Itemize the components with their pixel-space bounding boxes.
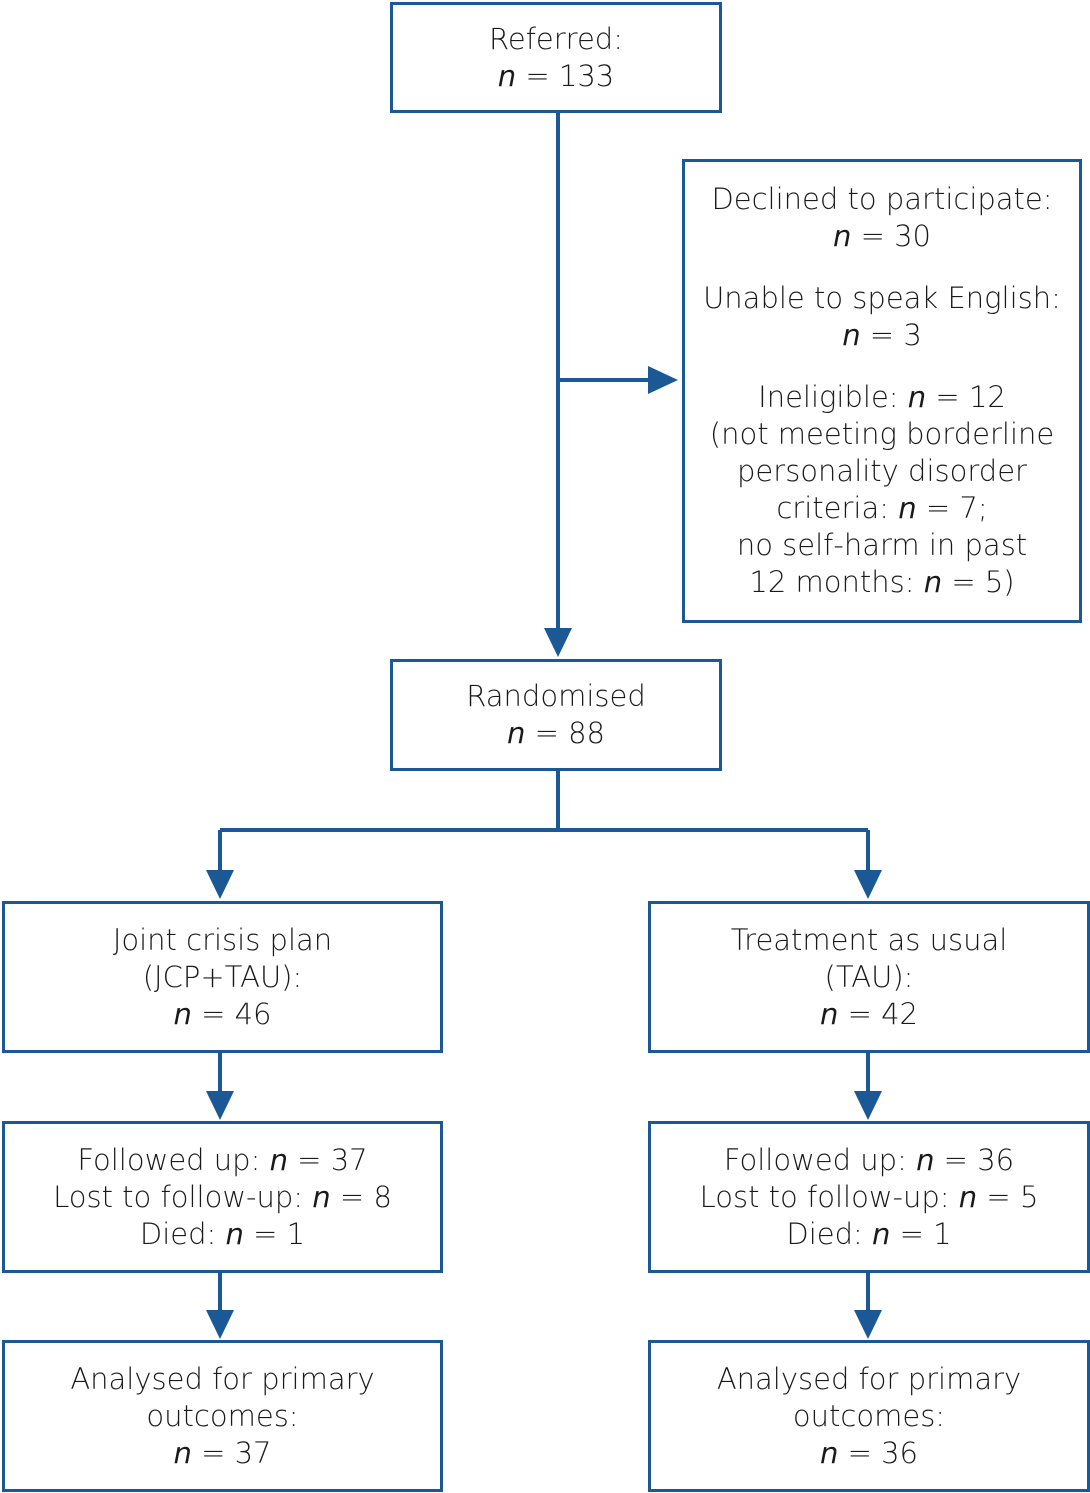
jcp-analysed-box: Analysed for primary outcomes: n = 37 — [2, 1340, 443, 1492]
jcp-arm-box: Joint crisis plan (JCP+TAU): n = 46 — [2, 901, 443, 1053]
ineligible-selfharm-count: 12 months: n = 5) — [749, 565, 1015, 599]
jcp-analysed-count: n = 37 — [173, 1435, 272, 1470]
randomised-box: Randomised n = 88 — [390, 659, 722, 771]
jcp-analysed-line1: Analysed for primary — [70, 1361, 375, 1396]
tau-lost: Lost to follow-up: n = 5 — [699, 1179, 1039, 1214]
tau-analysed-count: n = 36 — [819, 1435, 919, 1470]
ineligible-detail-line2: personality disorder — [737, 454, 1027, 488]
referred-label: Referred: — [489, 21, 623, 56]
tau-followed-up: Followed up: n = 36 — [723, 1142, 1015, 1177]
referred-box: Referred: n = 133 — [390, 2, 722, 113]
ineligible-detail-line1: (not meeting borderline — [709, 417, 1055, 451]
tau-followup-box: Followed up: n = 36 Lost to follow-up: n… — [648, 1121, 1090, 1273]
tau-analysed-line2: outcomes: — [792, 1398, 946, 1433]
ineligible-count: Ineligible: n = 12 — [758, 380, 1006, 414]
arrowhead-left-arm — [206, 870, 234, 899]
excluded-box: Declined to participate: n = 30 Unable t… — [682, 159, 1082, 623]
arrowhead-right-followup — [854, 1091, 882, 1120]
tau-title: Treatment as usual — [730, 922, 1008, 957]
arrowhead-randomised — [544, 628, 572, 657]
no-english-count: n = 3 — [842, 318, 922, 352]
tau-died: Died: n = 1 — [786, 1216, 952, 1251]
tau-abbrev: (TAU): — [824, 959, 914, 994]
jcp-count: n = 46 — [173, 996, 272, 1031]
ineligible-criteria-count: criteria: n = 7; — [776, 491, 988, 525]
tau-analysed-box: Analysed for primary outcomes: n = 36 — [648, 1340, 1090, 1492]
randomised-count: n = 88 — [506, 716, 606, 750]
arrowhead-excluded — [648, 366, 678, 394]
jcp-followup-box: Followed up: n = 37 Lost to follow-up: n… — [2, 1121, 443, 1273]
randomised-label: Randomised — [466, 679, 646, 713]
referred-count: n = 133 — [497, 58, 615, 93]
arrowhead-right-arm — [854, 870, 882, 899]
arrowhead-left-analysed — [206, 1310, 234, 1339]
no-english-label: Unable to speak English: — [703, 281, 1061, 315]
jcp-died: Died: n = 1 — [139, 1216, 306, 1251]
ineligible-selfharm-line1: no self-harm in past — [736, 528, 1028, 562]
tau-arm-box: Treatment as usual (TAU): n = 42 — [648, 901, 1090, 1053]
jcp-lost: Lost to follow-up: n = 8 — [53, 1179, 392, 1214]
arrowhead-right-analysed — [854, 1310, 882, 1339]
jcp-analysed-line2: outcomes: — [146, 1398, 299, 1433]
jcp-abbrev: (JCP+TAU): — [142, 959, 303, 994]
declined-count: n = 30 — [832, 219, 932, 253]
arrowhead-left-followup — [206, 1091, 234, 1120]
jcp-followed-up: Followed up: n = 37 — [77, 1142, 368, 1177]
jcp-title: Joint crisis plan — [112, 922, 333, 957]
declined-label: Declined to participate: — [711, 182, 1053, 216]
tau-analysed-line1: Analysed for primary — [716, 1361, 1022, 1396]
tau-count: n = 42 — [819, 996, 919, 1031]
